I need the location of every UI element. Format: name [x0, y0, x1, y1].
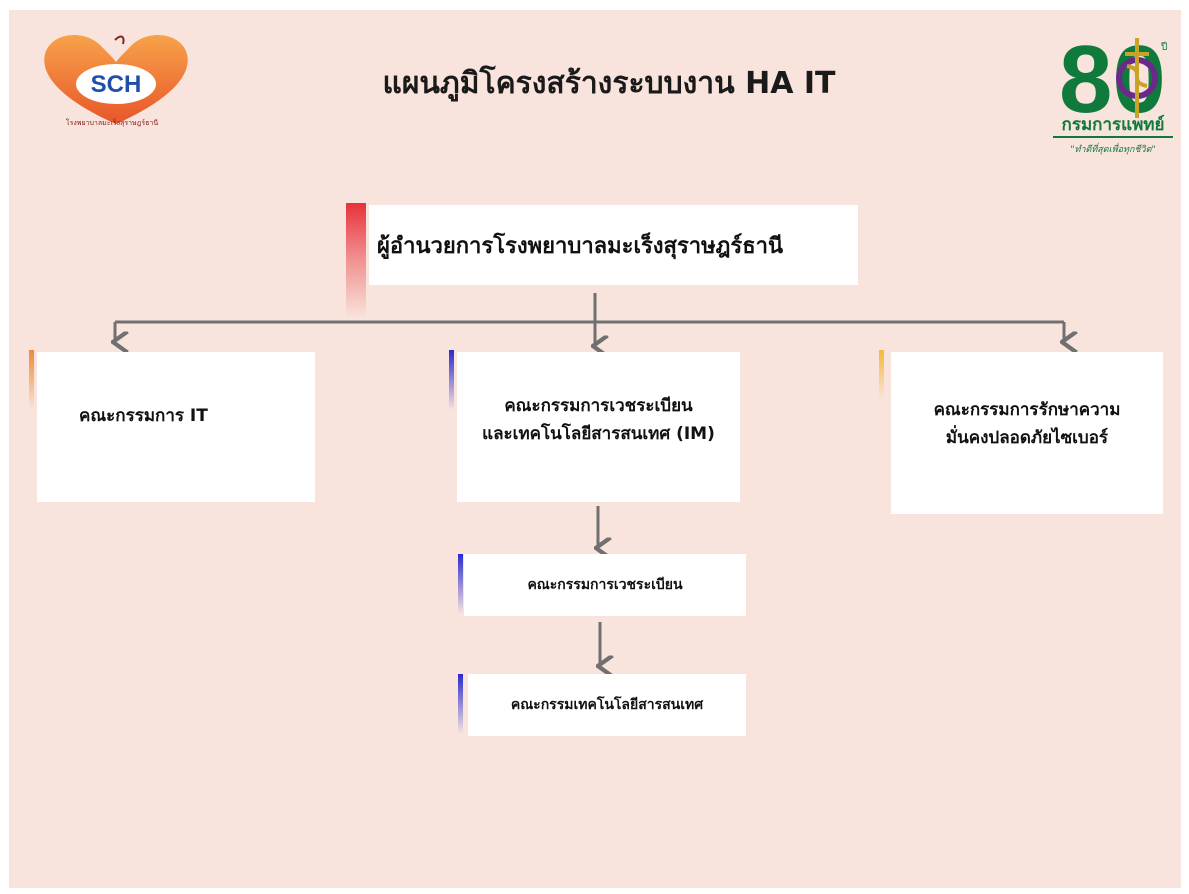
- im-committee-box: คณะกรรมการเวชระเบียน และเทคโนโลยีสารสนเท…: [457, 352, 740, 502]
- sch-logo-caption: โรงพยาบาลมะเร็งสุราษฎร์ธานี: [65, 119, 159, 127]
- dms-80-anniversary-logo: 80 ปี: [1059, 26, 1167, 132]
- director-box: ผู้อำนวยการโรงพยาบาลมะเร็งสุราษฎร์ธานี: [369, 205, 858, 285]
- medical-records-committee-label: คณะกรรมการเวชระเบียน: [527, 577, 683, 593]
- dms-name: กรมการแพทย์: [1053, 114, 1173, 138]
- it-committee-box: คณะกรรมการ IT: [37, 352, 315, 502]
- dms-logo-suffix: ปี: [1160, 41, 1167, 53]
- it-committee-accent-bar: [29, 350, 34, 410]
- cyber-committee-label-line1: คณะกรรมการรักษาความ: [933, 400, 1121, 420]
- im-committee-label-line2: และเทคโนโลยีสารสนเทศ (IM): [482, 424, 715, 444]
- dms-logo-number: 80: [1059, 26, 1166, 132]
- it-tech-committee-box: คณะกรรมเทคโนโลยีสารสนเทศ: [468, 674, 746, 736]
- im-committee-accent-bar: [449, 350, 454, 410]
- im-committee-label-line1: คณะกรรมการเวชระเบียน: [504, 396, 693, 416]
- medical-records-accent-bar: [458, 554, 463, 614]
- it-tech-accent-bar: [458, 674, 463, 734]
- cyber-committee-label-line2: มั่นคงปลอดภัยไซเบอร์: [945, 428, 1109, 448]
- cyber-committee-box: คณะกรรมการรักษาความ มั่นคงปลอดภัยไซเบอร์: [891, 352, 1163, 514]
- org-chart-slide: SCH โรงพยาบาลมะเร็งสุราษฎร์ธานี แผนภูมิโ…: [9, 10, 1181, 888]
- org-connectors: [9, 293, 1181, 888]
- cyber-committee-accent-bar: [879, 350, 884, 400]
- dms-slogan: "ทำดีที่สุดเพื่อทุกชีวิต": [1070, 145, 1156, 155]
- sch-logo-text: SCH: [91, 71, 142, 98]
- medical-records-committee-box: คณะกรรมการเวชระเบียน: [464, 554, 746, 616]
- it-committee-label: คณะกรรมการ IT: [79, 406, 208, 426]
- it-tech-committee-label: คณะกรรมเทคโนโลยีสารสนเทศ: [510, 697, 704, 713]
- page-title: แผนภูมิโครงสร้างระบบงาน HA IT: [382, 66, 836, 101]
- director-accent-bar: [346, 203, 366, 318]
- director-label: ผู้อำนวยการโรงพยาบาลมะเร็งสุราษฎร์ธานี: [377, 233, 784, 259]
- sch-heart-logo: SCH: [44, 35, 188, 125]
